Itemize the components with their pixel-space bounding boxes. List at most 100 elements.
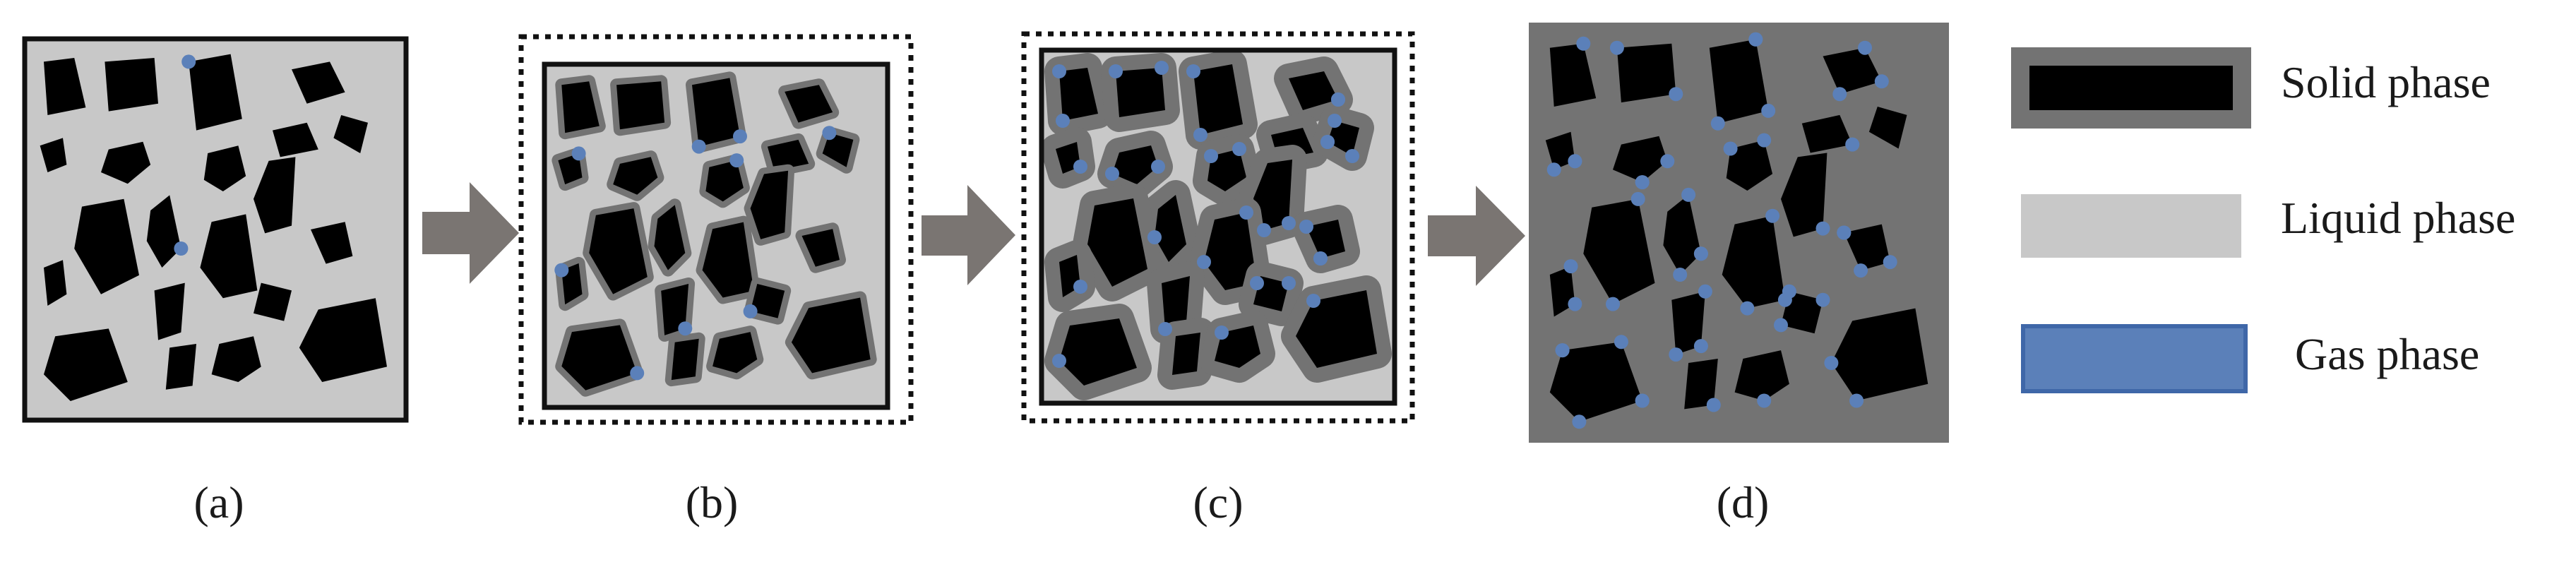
solid-particle [1781, 153, 1827, 237]
panel-a-particles [40, 54, 387, 401]
gas-bubble [1313, 251, 1328, 265]
gas-bubble [1782, 284, 1796, 299]
solid-particle [1274, 56, 1353, 125]
solid-particle [1097, 131, 1173, 199]
solid-particle [203, 145, 246, 191]
gas-bubble [1105, 167, 1119, 181]
solid-particle [555, 318, 644, 397]
solid-particle [101, 141, 151, 184]
gas-bubble [1757, 393, 1772, 408]
caption-b: (b) [685, 477, 739, 527]
solid-particle [1044, 53, 1113, 136]
solid-particle [1101, 53, 1180, 132]
gas-bubble [1765, 208, 1780, 223]
gas-bubble [1073, 280, 1087, 294]
gas-bubble [1706, 398, 1721, 412]
solid-particle [200, 214, 258, 299]
solid-particle [1140, 180, 1201, 277]
solid-particle [1709, 39, 1769, 124]
solid-particle [607, 150, 664, 201]
solid-particle [555, 75, 606, 140]
legend-gas-swatch [2021, 324, 2248, 393]
solid-particle [1868, 107, 1907, 149]
solid-particle [1823, 47, 1882, 95]
gas-bubble [733, 129, 747, 144]
panel-a-frame [22, 36, 409, 423]
caption-d: (d) [1716, 477, 1770, 527]
panel-c-dotted-boundary [1021, 31, 1415, 424]
solid-particle [583, 202, 654, 301]
solid-particle [146, 195, 181, 268]
solid-particle [74, 198, 139, 294]
gas-bubble [1568, 154, 1582, 169]
solid-particle [1831, 308, 1928, 401]
gas-bubble [1306, 294, 1320, 308]
solid-particle [1801, 114, 1853, 153]
gas-bubble [1204, 149, 1218, 163]
gas-bubble [1614, 335, 1628, 350]
legend-liquid-swatch [2021, 194, 2241, 258]
panel-d [1529, 23, 1949, 443]
gas-bubble [1748, 32, 1763, 47]
solid-particle [1549, 342, 1642, 422]
solid-particle [299, 298, 387, 382]
panel-b-gas-bubbles [554, 126, 837, 381]
gas-bubble [1693, 246, 1708, 261]
gas-bubble [1345, 149, 1359, 163]
solid-particle [105, 58, 158, 112]
gas-bubble [1815, 292, 1830, 307]
panel-a-gas-bubbles [174, 54, 196, 256]
solid-particle [40, 138, 67, 172]
gas-bubble [1328, 114, 1342, 128]
solid-particle [1549, 43, 1597, 107]
solid-particle [1726, 140, 1773, 191]
solid-particle [333, 115, 368, 153]
solid-particle [1684, 359, 1718, 410]
gas-bubble [1331, 92, 1345, 107]
solid-particle [664, 332, 705, 387]
gas-bubble [181, 54, 196, 69]
gas-bubble [678, 321, 693, 336]
gas-bubble [1186, 64, 1200, 78]
gas-bubble [1056, 114, 1070, 128]
solid-particle [1613, 136, 1668, 183]
gas-bubble [1239, 205, 1253, 220]
gas-bubble [1606, 297, 1620, 311]
solid-particle [292, 61, 345, 104]
gas-bubble [729, 153, 744, 168]
gas-bubble [1193, 128, 1208, 142]
gas-bubble [1052, 354, 1066, 368]
gas-bubble [1232, 142, 1246, 156]
gas-bubble [1546, 162, 1561, 177]
gas-bubble [174, 241, 189, 256]
solid-particle [795, 222, 846, 273]
gas-bubble [1849, 393, 1864, 408]
gas-bubble [1215, 326, 1229, 340]
panel-b-dotted-boundary [518, 34, 914, 425]
solid-particle [1671, 291, 1705, 355]
solid-particle [1281, 275, 1392, 383]
solid-particle [1844, 224, 1890, 271]
gas-bubble [1073, 160, 1087, 174]
solid-particle [1044, 304, 1152, 400]
gas-bubble [1052, 64, 1066, 78]
solid-particle [311, 222, 353, 264]
panel-d-gas-bubbles [1546, 32, 1897, 429]
panel-a [22, 36, 409, 423]
solid-particle [1616, 43, 1676, 103]
process-arrow-1 [422, 182, 519, 284]
legend-solid-label: Solid phase [2281, 57, 2491, 107]
solid-particle [1734, 350, 1789, 401]
solid-particle [154, 282, 185, 340]
process-arrow-2 [922, 185, 1015, 285]
gas-bubble [822, 126, 837, 141]
solid-particle [1583, 198, 1655, 304]
gas-bubble [1568, 297, 1582, 311]
gas-bubble [1282, 276, 1296, 290]
solid-particle [165, 344, 196, 390]
gas-bubble [743, 304, 758, 318]
gas-bubble [1299, 220, 1313, 234]
gas-bubble [1147, 230, 1162, 244]
gas-bubble [1635, 175, 1650, 190]
